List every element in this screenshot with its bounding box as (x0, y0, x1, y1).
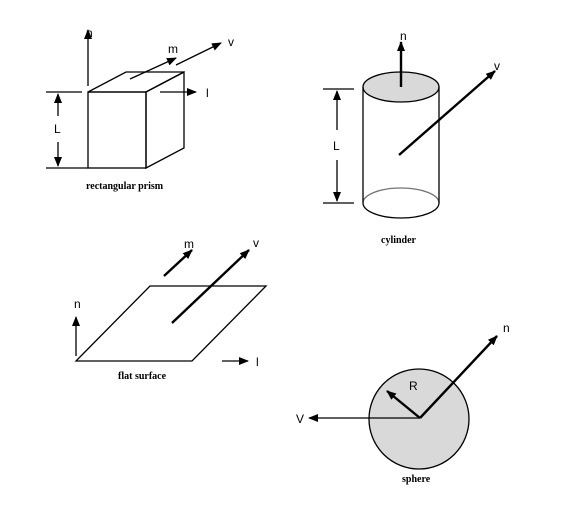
cylinder-bottom-back (362, 187, 440, 204)
prism-front-face (87, 91, 147, 169)
prism-caption: rectangular prism (86, 181, 164, 192)
prism-side-face (145, 70, 185, 170)
cylinder: n v L cylinder (323, 29, 500, 246)
rectangular-prism: n m v l L rectangular prism (46, 26, 234, 192)
sphere-V-label: V (296, 412, 304, 426)
cylinder-bottom-front (362, 202, 440, 219)
flat-surface-plane (74, 285, 268, 362)
prism-v-label: v (228, 35, 234, 49)
prism-m-label: m (168, 42, 178, 56)
prism-l-label: l (206, 86, 209, 100)
sphere-n-arrow (419, 335, 498, 419)
flat-m-arrow (163, 249, 193, 277)
flat-surface: v m n l flat surface (72, 236, 268, 382)
sphere-caption: sphere (402, 474, 431, 485)
cylinder-n-label: n (400, 29, 407, 43)
sphere-body (368, 368, 470, 470)
prism-n-label: n (86, 26, 93, 40)
sphere-R-label: R (409, 379, 418, 393)
cylinder-caption: cylinder (381, 235, 417, 246)
flat-surface-caption: flat surface (118, 371, 167, 382)
prism-v-arrow (175, 42, 222, 66)
sphere-n-label: n (503, 321, 510, 335)
sphere: n R V sphere (296, 321, 510, 485)
flat-l-label: l (256, 355, 259, 369)
flat-n-label: n (74, 297, 81, 311)
flat-v-arrow (171, 249, 250, 324)
prism-top-face (87, 71, 185, 93)
flat-m-label: m (184, 237, 194, 251)
prism-L-label: L (54, 122, 61, 136)
cylinder-v-label: v (494, 59, 500, 73)
cylinder-L-label: L (333, 139, 340, 153)
prism-m-arrow (129, 57, 177, 80)
flat-v-label: v (253, 236, 259, 250)
cylinder-v-arrow (398, 70, 496, 156)
sphere-R-arrow (386, 390, 421, 419)
